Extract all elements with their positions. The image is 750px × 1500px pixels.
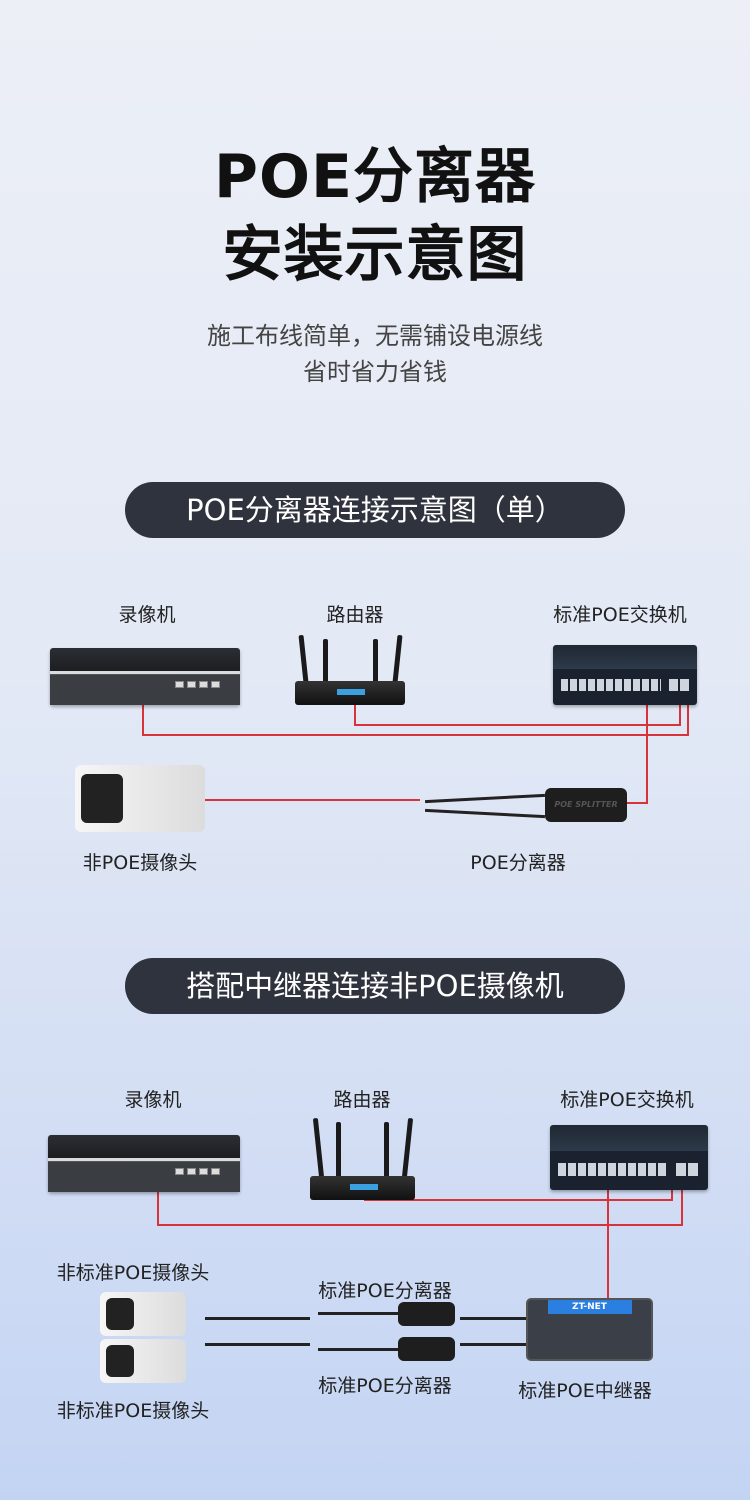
wire	[681, 1185, 683, 1226]
router-device-icon	[295, 634, 405, 705]
switch-label: 标准POE交换机	[560, 1089, 694, 1111]
wire	[364, 1199, 673, 1201]
wire	[354, 724, 680, 726]
nvr-device-icon	[50, 648, 240, 705]
wire	[671, 1185, 673, 1201]
network-cable	[460, 1343, 526, 1346]
subtitle-line2: 省时省力省钱	[303, 358, 447, 386]
page-title-line2: 安装示意图	[222, 220, 528, 290]
splitter2-device-icon	[398, 1337, 455, 1361]
camera1-label: 非标准POE摄像头	[56, 1262, 210, 1284]
camera2-device-icon	[100, 1339, 186, 1383]
switch-label: 标准POE交换机	[553, 604, 687, 626]
wire	[607, 1188, 609, 1298]
camera-device-icon	[75, 765, 205, 832]
wire	[157, 1224, 683, 1226]
poe-repeater-device-icon: ZT-NET	[526, 1298, 653, 1361]
wire	[646, 700, 648, 804]
splitter-label: POE分离器	[470, 852, 566, 874]
section1-title: POE分离器连接示意图（单）	[125, 482, 625, 538]
splitter1-device-icon	[398, 1302, 455, 1326]
wire	[205, 799, 420, 801]
wire	[142, 734, 689, 736]
repeater-label: 标准POE中继器	[518, 1380, 652, 1402]
splitter-cable	[425, 808, 545, 819]
splitter-cable	[318, 1348, 398, 1351]
wire	[679, 700, 681, 726]
poe-splitter-device-icon: POE SPLITTER	[545, 788, 627, 822]
poe-switch-device-icon	[550, 1125, 708, 1190]
wire	[354, 700, 356, 726]
nvr-label: 录像机	[124, 1089, 182, 1111]
splitter-cable	[318, 1312, 398, 1315]
camera-label: 非POE摄像头	[82, 852, 198, 874]
router-device-icon	[310, 1115, 415, 1200]
camera1-device-icon	[100, 1292, 186, 1336]
page-title-line1: POE分离器	[214, 142, 536, 212]
splitter2-label: 标准POE分离器	[318, 1375, 452, 1397]
splitter1-label: 标准POE分离器	[318, 1280, 452, 1302]
router-label: 路由器	[333, 1089, 391, 1111]
poe-switch-device-icon	[553, 645, 697, 705]
wire	[687, 700, 689, 736]
section2-title: 搭配中继器连接非POE摄像机	[125, 958, 625, 1014]
repeater-brand: ZT-NET	[547, 1300, 632, 1314]
network-cable	[205, 1343, 310, 1346]
wire	[626, 802, 648, 804]
network-cable	[460, 1317, 526, 1320]
subtitle-line1: 施工布线简单，无需铺设电源线	[207, 322, 543, 350]
network-cable	[205, 1317, 310, 1320]
router-label: 路由器	[326, 604, 384, 626]
nvr-device-icon	[48, 1135, 240, 1192]
camera2-label: 非标准POE摄像头	[56, 1400, 210, 1422]
splitter-cable	[425, 793, 545, 804]
nvr-label: 录像机	[118, 604, 176, 626]
wire	[157, 1190, 159, 1226]
wire	[142, 703, 144, 736]
